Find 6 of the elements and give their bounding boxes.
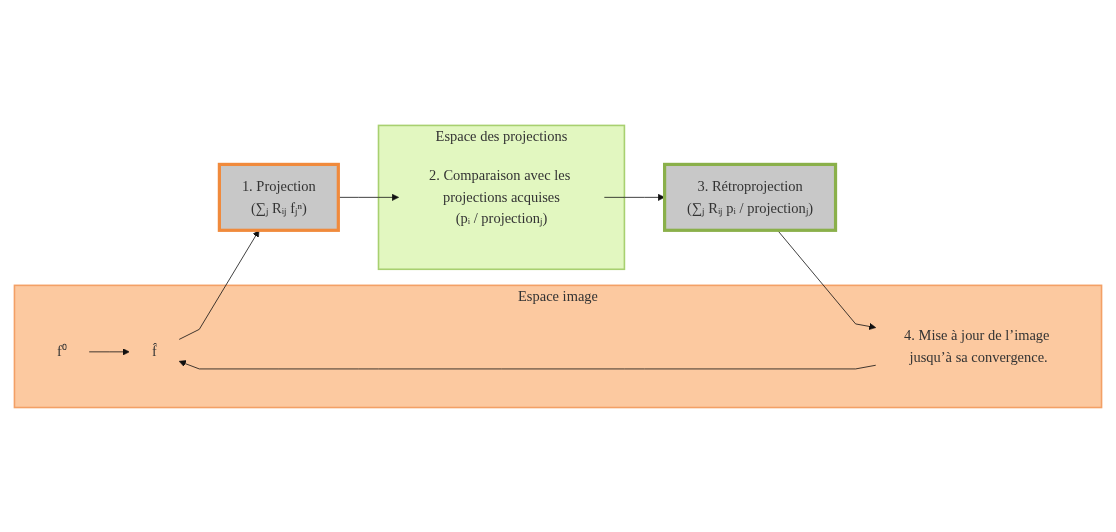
node-text: 2. Comparaison avec les projections acquises (pᵢ / projectionⱼ) (428, 166, 571, 227)
node-box: 3. Rétroprojection (∑ⱼ Rᵢⱼ pᵢ / projectionⱼ) (663, 162, 838, 232)
node-text: 4. Mise à jour de l’image jusqu’à sa convergence. (904, 326, 1050, 365)
node-box: 1. Projection (∑ⱼ Rᵢⱼ fⱼⁿ) (217, 162, 340, 232)
node-text: f̂ (151, 342, 157, 360)
node-text: f⁰ (57, 342, 67, 360)
